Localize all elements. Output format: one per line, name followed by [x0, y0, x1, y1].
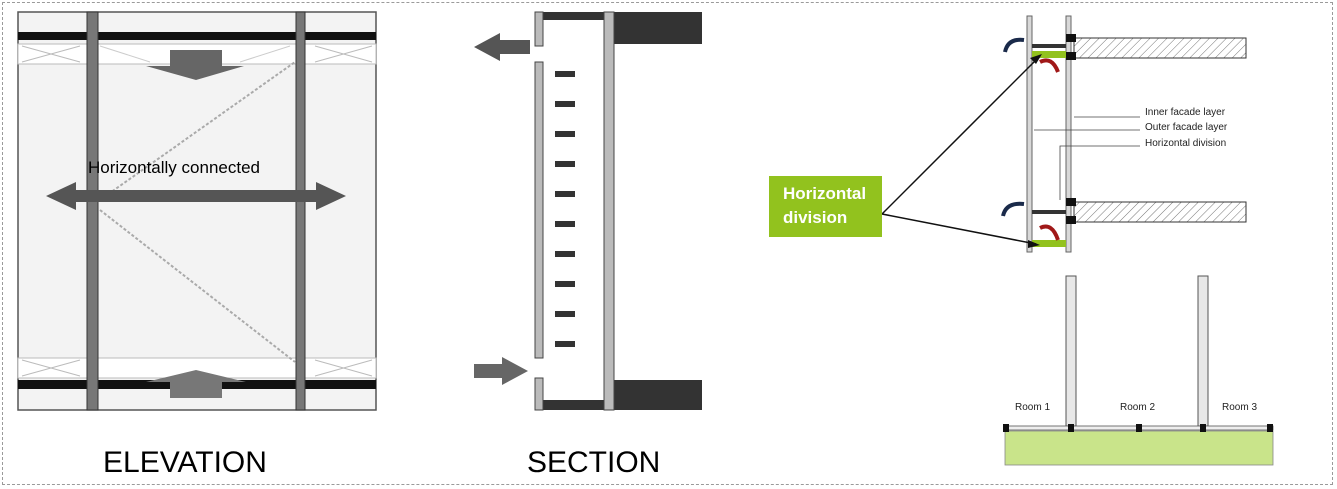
intake-arrow-icon [474, 357, 528, 385]
callout-line-upper [881, 55, 1041, 215]
green-division-upper [1032, 51, 1066, 58]
partition-wall-1 [1065, 275, 1077, 427]
room-label-2: Room 2 [1120, 402, 1156, 413]
exhaust-arrow-icon [474, 33, 530, 61]
plan-panel [1003, 275, 1274, 466]
elevation-caption: ELEVATION [103, 446, 267, 479]
room-label-3: Room 3 [1222, 402, 1258, 413]
inner-facade-label: Inner facade layer [1145, 107, 1226, 118]
plan-corridor-green [1004, 430, 1274, 466]
up-arrow-icon [146, 370, 246, 398]
inflow-curve-icon [1039, 58, 1060, 73]
horizontal-double-arrow-icon [46, 182, 346, 210]
section-top-slab [614, 12, 702, 44]
lower-floor-slab [1073, 201, 1247, 223]
outer-skin [534, 61, 544, 359]
outer-facade-label: Outer facade layer [1145, 122, 1228, 133]
horizontal-division-label: Horizontal division [1145, 138, 1227, 149]
detail-section-panel [881, 15, 1247, 253]
upper-floor-slab [1073, 37, 1247, 59]
outflow-curve-icon [1003, 37, 1025, 53]
inner-skin [603, 11, 615, 411]
callout-line-lower [881, 213, 1037, 245]
section-caption: SECTION [527, 446, 661, 479]
section-bottom-slab [614, 380, 702, 410]
green-division-lower [1032, 240, 1066, 247]
elevation-column-right [295, 11, 306, 411]
elevation-panel [17, 11, 377, 411]
elevation-column-left [86, 11, 99, 411]
section-panel [474, 11, 702, 411]
room-label-1: Room 1 [1015, 402, 1051, 413]
horizontally-connected-label: Horizontally connected [88, 158, 260, 177]
louvers [555, 71, 575, 347]
partition-wall-2 [1197, 275, 1209, 427]
horizontal-division-callout: Horizontal division [769, 176, 882, 237]
down-arrow-icon [146, 50, 244, 80]
elevation-top-slab [18, 32, 376, 40]
outer-facade-line [1026, 15, 1033, 253]
diagonal-flow-2 [99, 209, 296, 363]
inner-facade-line [1065, 15, 1072, 253]
